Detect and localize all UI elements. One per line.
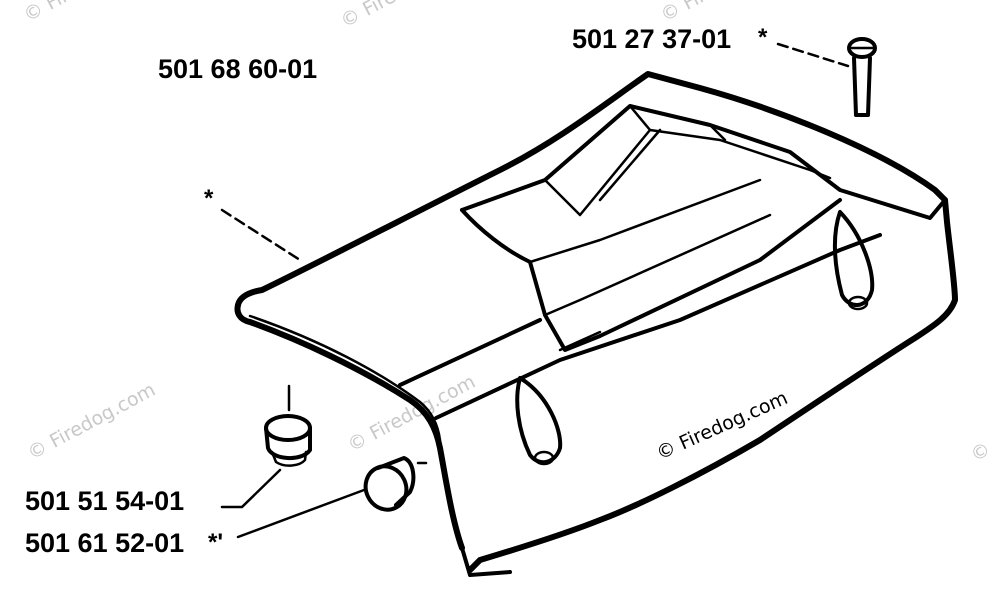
watermark-faint: © Firedog.com xyxy=(967,381,992,467)
part-label-plug-large: 501 51 54-01 xyxy=(25,486,184,516)
center-channel-inner xyxy=(528,178,772,352)
watermark-faint: © Firedog.com xyxy=(20,0,155,26)
right-mount-hole xyxy=(847,295,869,311)
left-mount-hole xyxy=(533,450,555,466)
watermark-faint: © Firedog.com xyxy=(657,0,792,26)
cover-bottom-edge xyxy=(460,546,512,577)
watermark-faint: © Firedog.com xyxy=(344,371,479,457)
window-diagonal xyxy=(598,104,727,202)
screw-drawing xyxy=(847,37,877,117)
plug-large-drawing xyxy=(264,414,312,467)
screw-head xyxy=(847,37,877,59)
plug-small-drawing xyxy=(363,456,428,512)
cover-inner-lip xyxy=(248,314,442,442)
left-mount xyxy=(515,376,563,465)
watermark-faint: © Firedog.com xyxy=(337,0,472,32)
leader-plug-large xyxy=(220,468,282,509)
cover-left-lip xyxy=(234,302,465,551)
plug-small-star-marker: *' xyxy=(208,529,223,556)
cover-right-side xyxy=(467,197,958,573)
right-mount xyxy=(832,210,875,307)
plug-small-head xyxy=(363,464,409,512)
watermark-main: © Firedog.com xyxy=(653,387,791,465)
screw-shank xyxy=(852,56,872,117)
part-label-screw: 501 27 37-01 xyxy=(572,24,731,54)
leader-cover xyxy=(220,208,302,262)
plug-large-top xyxy=(264,414,312,442)
plug-large-body xyxy=(264,426,312,460)
cover-top-edge xyxy=(235,71,948,308)
watermark-faint: © Firedog.com xyxy=(24,379,159,465)
part-label-cover: 501 68 60-01 xyxy=(158,54,317,84)
cover-drawing xyxy=(234,71,958,577)
part-label-plug-small: 501 61 52-01 xyxy=(25,528,184,558)
screw-star-marker: * xyxy=(758,24,768,51)
leader-lines xyxy=(220,42,850,539)
leader-plug-small xyxy=(236,488,366,539)
plug-large-rim xyxy=(270,450,308,467)
center-channel xyxy=(460,198,842,352)
top-window-frame xyxy=(460,104,947,220)
plug-small-body xyxy=(376,456,416,507)
leader-screw xyxy=(776,42,850,68)
cover-star-marker: * xyxy=(204,185,214,212)
top-window-inner xyxy=(543,128,832,217)
